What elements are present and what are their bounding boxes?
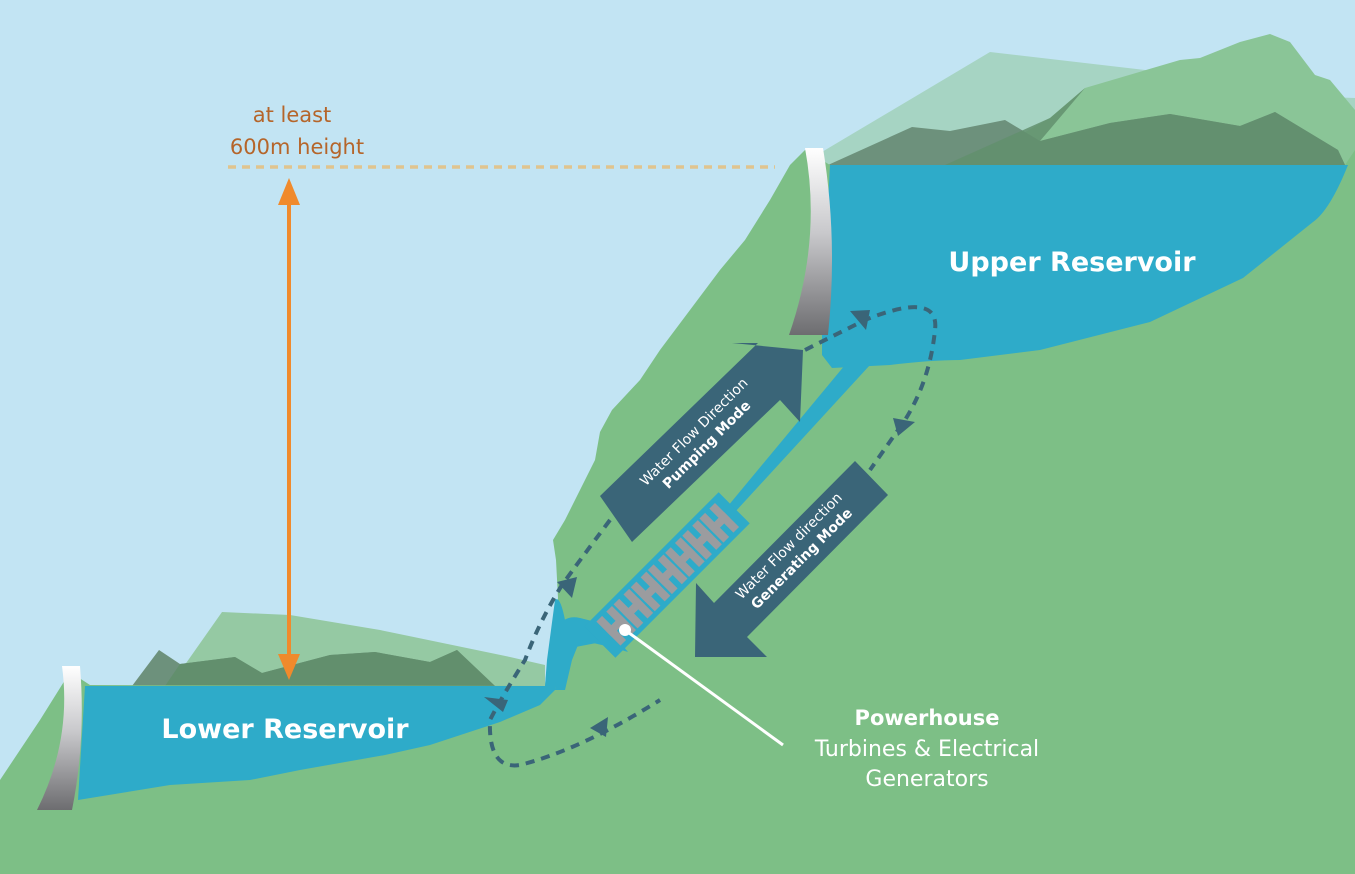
arrowhead-icon (850, 310, 870, 330)
arrowhead-icon (893, 418, 915, 436)
powerhouse-line2: Generators (865, 767, 988, 792)
lower-reservoir-water (78, 599, 620, 800)
upper-mountains (800, 34, 1355, 175)
height-arrow (278, 178, 300, 680)
turbine-group (596, 502, 740, 646)
turbine-icon (647, 554, 688, 595)
lower-mountains (132, 612, 545, 686)
upper-reservoir-label: Upper Reservoir (948, 247, 1196, 278)
turbine-icon (613, 588, 654, 629)
height-label-line1: at least (253, 103, 332, 127)
powerhouse-callout-line (624, 628, 784, 747)
turbine-icon (665, 537, 705, 577)
arrowhead-icon (590, 717, 608, 737)
penstock-pipe (723, 365, 870, 512)
pumping-mode-arrow[interactable] (600, 343, 803, 542)
generating-mode-arrow[interactable] (695, 461, 888, 657)
generating-dashed-path (804, 305, 938, 472)
lower-dam (37, 666, 82, 810)
powerhouse-line1: Turbines & Electrical (814, 737, 1039, 762)
turbine-icon (682, 520, 722, 560)
powerhouse-callout-dot (619, 624, 631, 636)
height-label-line2: 600m height (230, 135, 364, 159)
arrowhead-icon (484, 697, 508, 712)
arrowhead-icon (557, 577, 577, 598)
turbine-icon (630, 571, 671, 612)
lower-reservoir-label: Lower Reservoir (161, 714, 409, 745)
dashed-arrowheads (484, 310, 915, 737)
upper-reservoir-water (822, 165, 1348, 368)
turbine-icon (699, 502, 740, 543)
upper-dam (789, 148, 832, 335)
powerhouse-title: Powerhouse (855, 706, 1000, 730)
powerhouse (584, 492, 750, 658)
